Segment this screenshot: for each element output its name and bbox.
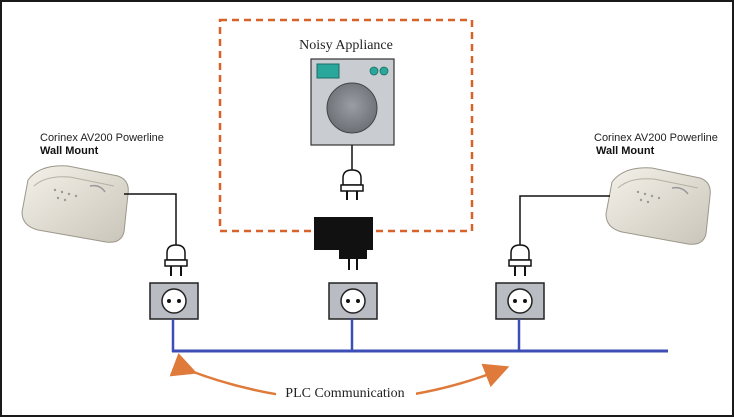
appliance-plug-icon <box>340 169 364 200</box>
washing-machine-icon <box>310 58 395 146</box>
right-adapter-cable <box>519 195 610 245</box>
communication-label-bg <box>276 382 416 402</box>
power-line <box>171 319 668 353</box>
left-powerline-adapter-icon <box>21 165 129 243</box>
right-device-name: Corinex AV200 Powerline <box>594 132 718 144</box>
right-plug-icon <box>508 244 532 276</box>
left-device-name: Corinex AV200 Powerline <box>40 132 164 144</box>
left-adapter-cable <box>124 193 177 245</box>
right-wall-socket-icon <box>495 282 545 320</box>
right-powerline-adapter-icon <box>605 167 711 245</box>
communication-label: PLC Communication <box>285 386 404 401</box>
left-wall-socket-icon <box>149 282 199 320</box>
noise-filter-icon <box>314 217 373 270</box>
right-device-type: Wall Mount <box>596 145 655 157</box>
left-plug-icon <box>164 244 188 276</box>
left-device-type: Wall Mount <box>40 145 99 157</box>
center-wall-socket-icon <box>328 282 378 320</box>
appliance-title: Noisy Appliance <box>299 38 393 53</box>
